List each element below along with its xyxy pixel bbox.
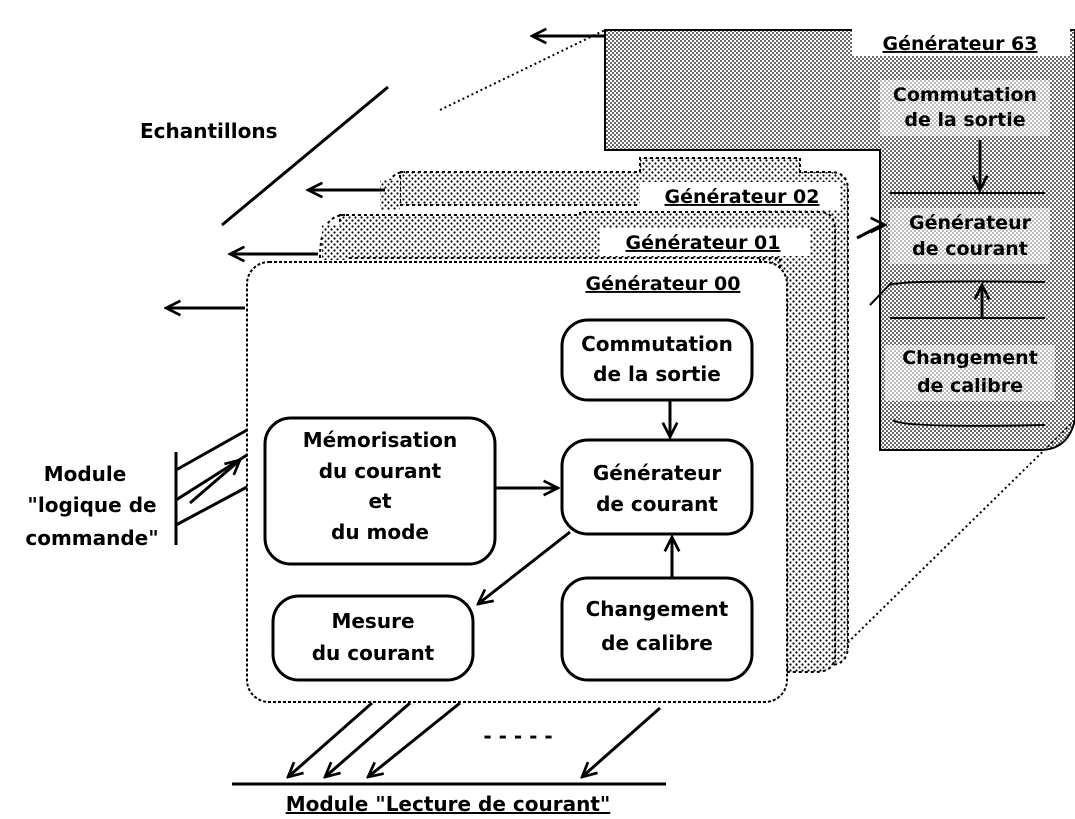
gen63-commutation-bg bbox=[880, 80, 1050, 136]
generator-01-corner-fill bbox=[322, 225, 347, 260]
commutation-line2: de la sortie bbox=[593, 362, 721, 386]
generator-63-title: Générateur 63 bbox=[882, 33, 1037, 55]
logique-link bbox=[175, 485, 248, 527]
lecture-module bbox=[232, 701, 666, 786]
gen63-changement-bg bbox=[885, 345, 1055, 401]
perspective-line bbox=[829, 419, 1075, 661]
echantillons-slash bbox=[221, 85, 389, 227]
commutation-block bbox=[560, 318, 754, 402]
generateur-line2: de courant bbox=[596, 492, 718, 516]
generator-01-corner bbox=[319, 214, 346, 259]
memorisation-block bbox=[263, 416, 497, 566]
mesure-line2: du courant bbox=[312, 641, 435, 665]
generator-02-corner-fill bbox=[380, 180, 400, 210]
sample-arrows bbox=[166, 36, 605, 308]
logique-module bbox=[174, 428, 248, 545]
lecture-arrow-00 bbox=[288, 701, 373, 777]
logique-arrow bbox=[189, 460, 240, 505]
generator-63-title-bg bbox=[852, 28, 1070, 56]
gen63-input-arrow-stem bbox=[856, 223, 883, 240]
generator-01-title-bg bbox=[600, 228, 810, 256]
generator-63-panel: Générateur 63 Commutation de la sortie G… bbox=[439, 28, 1075, 661]
memorisation-line2: du courant bbox=[319, 459, 442, 483]
gen63-changement-line1: Changement bbox=[902, 347, 1038, 369]
memorisation-line1: Mémorisation bbox=[303, 428, 458, 452]
lecture-arrow-63 bbox=[582, 706, 661, 777]
commutation-line1: Commutation bbox=[581, 332, 733, 356]
perspective-line bbox=[439, 29, 606, 111]
changement-line2: de calibre bbox=[601, 631, 713, 655]
mesure-line1: Mesure bbox=[331, 609, 414, 633]
generator-01-title: Générateur 01 bbox=[625, 232, 780, 254]
gen63-block-edge bbox=[889, 280, 1046, 286]
gen63-changement-line2: de calibre bbox=[917, 375, 1023, 397]
generator-00-title: Générateur 00 bbox=[585, 273, 740, 295]
arrow-generateur-to-mesure bbox=[478, 530, 571, 604]
gen63-generateur-line2: de courant bbox=[912, 238, 1028, 260]
generator-02-title: Générateur 02 bbox=[664, 186, 819, 208]
module-logique-line2: "logique de bbox=[27, 493, 156, 517]
gen63-generateur-line1: Générateur bbox=[909, 212, 1032, 234]
generateur-line1: Générateur bbox=[593, 461, 722, 485]
gen63-commutation-line1: Commutation bbox=[893, 84, 1037, 106]
changement-line1: Changement bbox=[586, 597, 729, 621]
module-logique-line3: commande" bbox=[25, 526, 158, 550]
module-lecture-label: Module "Lecture de courant" bbox=[286, 792, 611, 816]
dashes-ellipsis: - - - - - bbox=[483, 724, 552, 748]
generator-02-title-bg bbox=[640, 182, 840, 210]
gen63-commutation-line2: de la sortie bbox=[904, 109, 1025, 131]
lecture-arrow-02 bbox=[368, 701, 461, 777]
gen63-output-link bbox=[869, 281, 893, 306]
mesure-block bbox=[271, 594, 475, 682]
gen63-block-edge bbox=[892, 419, 1046, 427]
generator-00-panel: Générateur 00 Commutation de la sortie M… bbox=[246, 261, 788, 703]
lecture-arrow-01 bbox=[325, 701, 411, 777]
memorisation-line4: du mode bbox=[331, 520, 429, 544]
memorisation-line3: et bbox=[368, 489, 392, 513]
logique-link bbox=[175, 428, 248, 472]
changement-block bbox=[560, 576, 754, 682]
echantillons-label: Echantillons bbox=[140, 119, 278, 143]
module-logique-line1: Module bbox=[44, 462, 127, 486]
gen63-generateur-bg bbox=[890, 208, 1050, 264]
generateur-block bbox=[560, 438, 754, 536]
